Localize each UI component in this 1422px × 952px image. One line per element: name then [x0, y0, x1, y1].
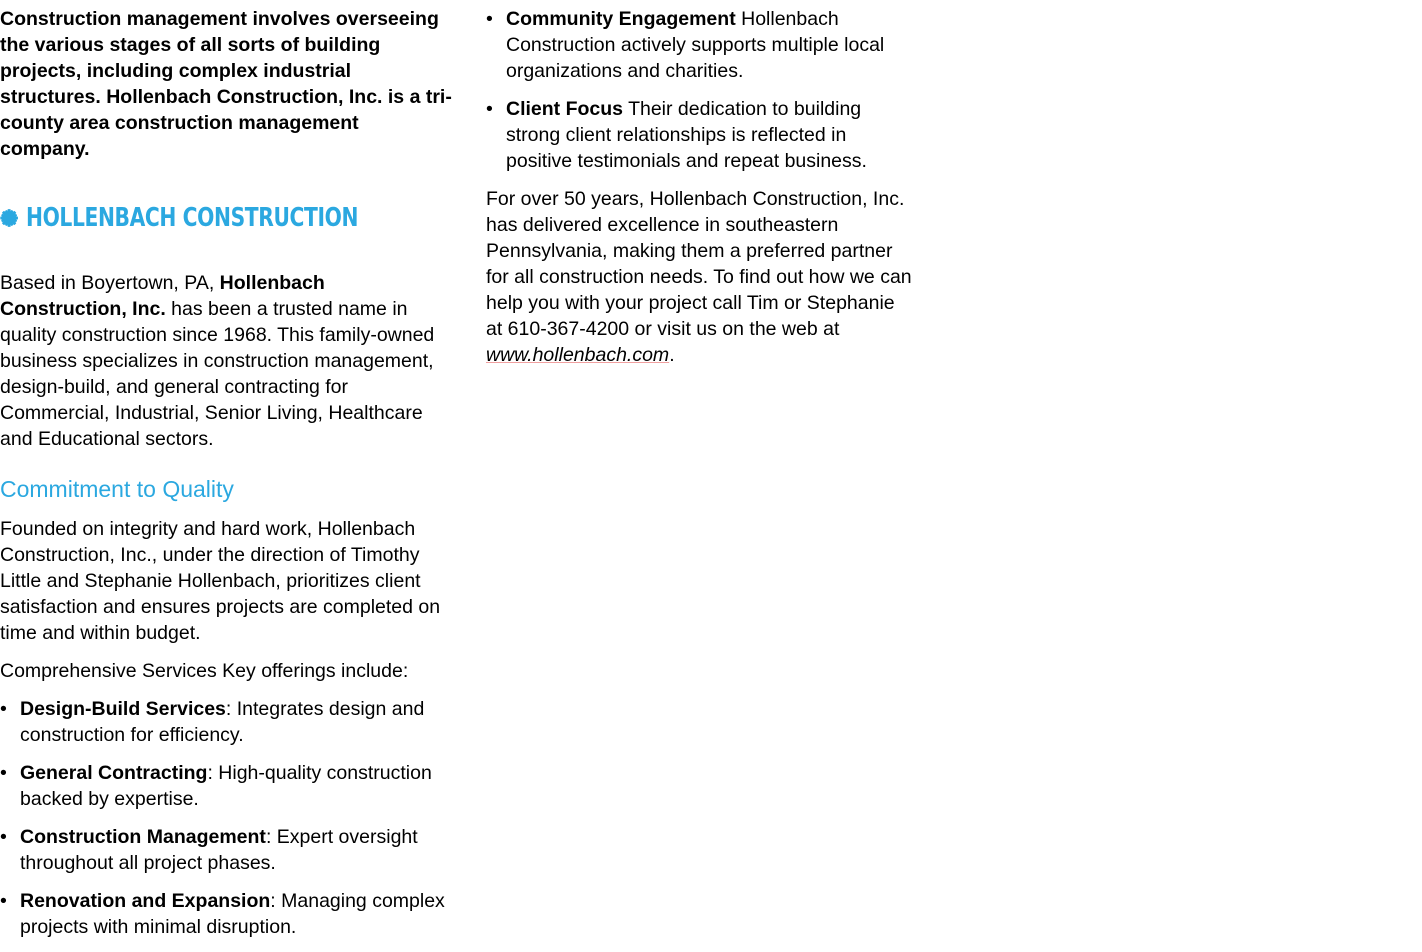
- services-intro: Comprehensive Services Key offerings inc…: [0, 660, 409, 682]
- service-title: Construction Management: [20, 826, 266, 848]
- website-link[interactable]: www.hollenbach.com: [486, 344, 670, 366]
- commitment-heading: Commitment to Quality: [0, 476, 234, 502]
- values-list: Community Engagement Hollenbach Construc…: [486, 6, 916, 174]
- list-item: Construction Management: Expert oversigh…: [0, 824, 452, 876]
- commitment-paragraph: Founded on integrity and hard work, Holl…: [0, 518, 441, 644]
- right-column: Community Engagement Hollenbach Construc…: [486, 6, 916, 368]
- list-item: Renovation and Expansion: Managing compl…: [0, 888, 452, 940]
- service-desc: : Expert oversight throughout all projec…: [20, 826, 418, 874]
- left-column: Construction management involves oversee…: [0, 6, 452, 952]
- value-title: Community Engagement: [506, 8, 736, 30]
- intro-paragraph: Construction management involves oversee…: [0, 8, 452, 160]
- services-list: Design-Build Services: Integrates design…: [0, 696, 452, 940]
- about-rest: has been a trusted name in quality const…: [0, 298, 435, 450]
- about-prefix: Based in Boyertown, PA,: [0, 272, 220, 294]
- about-paragraph: Based in Boyertown, PA, Hollenbach Const…: [0, 270, 452, 452]
- service-desc: : High-quality construction backed by ex…: [20, 762, 432, 810]
- value-desc: Their dedication to building strong clie…: [506, 98, 867, 172]
- about-company-name: Hollenbach Construction, Inc.: [0, 272, 325, 320]
- list-item: Community Engagement Hollenbach Construc…: [486, 6, 916, 84]
- service-desc: : Integrates design and construction for…: [20, 698, 425, 746]
- closing-paragraph: For over 50 years, Hollenbach Constructi…: [486, 186, 916, 368]
- closing-end: .: [669, 344, 675, 366]
- company-logo: HOLLENBACH CONSTRUCTION: [0, 186, 452, 250]
- list-item: General Contracting: High-quality constr…: [0, 760, 452, 812]
- value-title: Client Focus: [506, 98, 624, 120]
- service-title: Design-Build Services: [20, 698, 226, 720]
- service-title: General Contracting: [20, 762, 208, 784]
- closing-text: For over 50 years, Hollenbach Constructi…: [486, 188, 912, 340]
- service-title: Renovation and Expansion: [20, 890, 271, 912]
- logo-text: HOLLENBACH CONSTRUCTION: [26, 203, 359, 233]
- gear-icon: [0, 209, 18, 227]
- list-item: Client Focus Their dedication to buildin…: [486, 96, 916, 174]
- value-desc: Hollenbach Construction actively support…: [506, 8, 885, 82]
- list-item: Design-Build Services: Integrates design…: [0, 696, 452, 748]
